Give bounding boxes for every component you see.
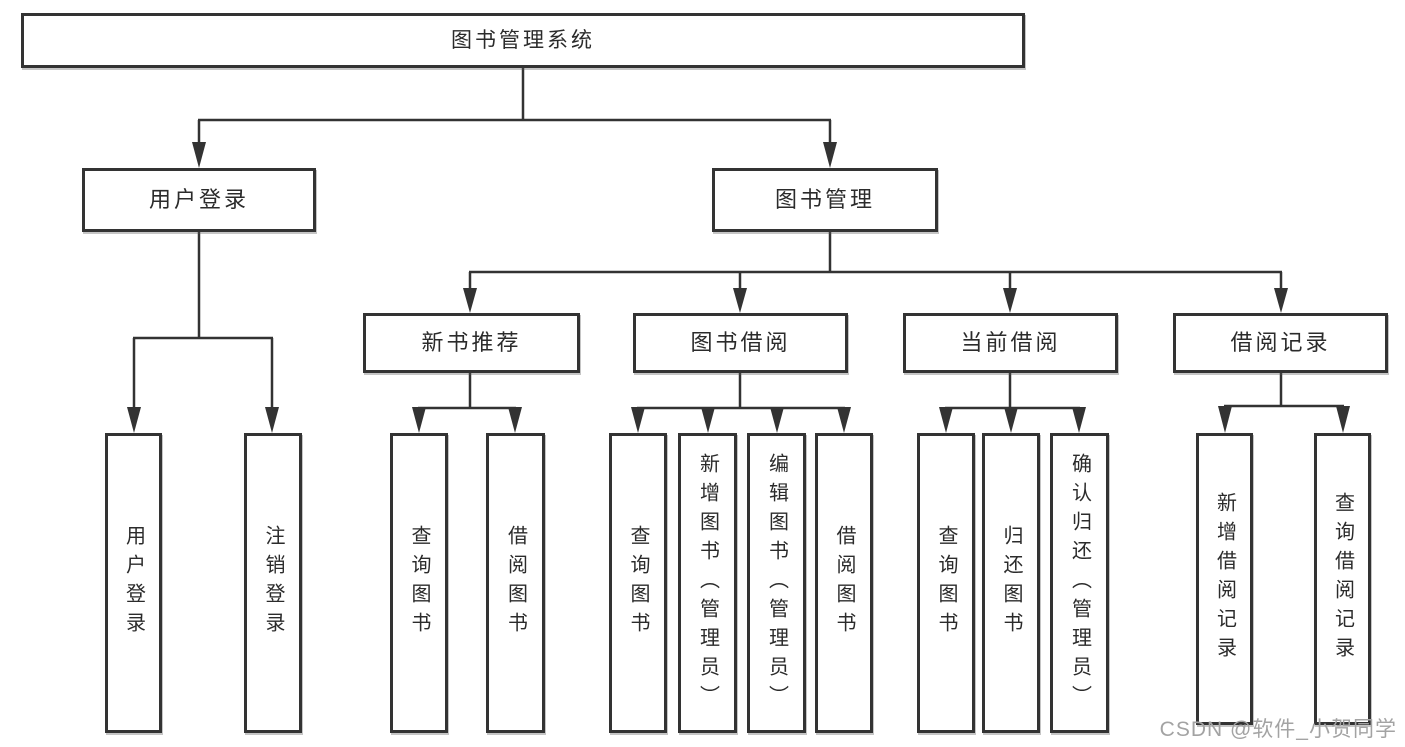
- arrowhead-icon: [1274, 288, 1288, 313]
- leaf-add-books-admin: 新增图书（管理员）: [678, 433, 737, 733]
- node-label: 图书管理: [774, 187, 875, 212]
- leaf-query-books-recommend: 查询图书: [390, 433, 448, 733]
- arrowhead-icon: [412, 407, 426, 433]
- leaf-label: 新增借阅记录: [1213, 492, 1236, 666]
- arrowhead-icon: [733, 288, 747, 313]
- leaf-confirm-return-admin: 确认归还（管理员）: [1050, 433, 1109, 733]
- leaf-label: 用户登录: [122, 525, 145, 641]
- leaf-edit-books-admin: 编辑图书（管理员）: [747, 433, 806, 733]
- arrowhead-icon: [1336, 406, 1350, 433]
- leaf-logout: 注销登录: [244, 433, 302, 733]
- leaf-query-borrow-record: 查询借阅记录: [1314, 433, 1371, 725]
- leaf-label: 编辑图书（管理员）: [765, 452, 788, 714]
- leaf-label: 借阅图书: [833, 525, 855, 641]
- node-label: 图书管理系统: [451, 29, 595, 52]
- arrowhead-icon: [823, 142, 837, 168]
- arrowhead-icon: [701, 407, 715, 433]
- node-new-book-recommend: 新书推荐: [363, 313, 580, 373]
- leaf-user-login: 用户登录: [105, 433, 162, 733]
- csdn-watermark: CSDN @软件_小贺同学: [1159, 718, 1397, 741]
- leaf-query-books-borrowing: 查询图书: [609, 433, 667, 733]
- arrowhead-icon: [463, 288, 477, 313]
- leaf-label: 归还图书: [1000, 525, 1022, 641]
- arrowhead-icon: [127, 407, 141, 433]
- node-current-borrowing: 当前借阅: [903, 313, 1118, 373]
- leaf-add-borrow-record: 新增借阅记录: [1196, 433, 1253, 725]
- leaf-label: 查询图书: [935, 525, 957, 641]
- arrowhead-icon: [939, 407, 953, 433]
- leaf-label: 借阅图书: [504, 525, 527, 641]
- node-label: 图书借阅: [690, 330, 791, 355]
- node-label: 新书推荐: [421, 330, 522, 355]
- node-borrowing-records: 借阅记录: [1173, 313, 1388, 373]
- arrowhead-icon: [770, 407, 784, 433]
- arrowhead-icon: [192, 142, 206, 168]
- arrowhead-icon: [1218, 406, 1232, 433]
- leaf-query-books-current: 查询图书: [917, 433, 975, 733]
- leaf-label: 查询借阅记录: [1331, 492, 1354, 666]
- leaf-return-books: 归还图书: [982, 433, 1040, 733]
- node-user-login: 用户登录: [82, 168, 316, 232]
- arrowhead-icon: [631, 407, 645, 433]
- arrowhead-icon: [1004, 407, 1018, 433]
- leaf-label: 注销登录: [262, 525, 284, 641]
- arrowhead-icon: [1003, 288, 1017, 313]
- node-label: 借阅记录: [1230, 330, 1331, 355]
- leaf-label: 查询图书: [408, 525, 430, 641]
- arrowhead-icon: [1072, 407, 1086, 433]
- node-label: 用户登录: [148, 187, 249, 212]
- arrowhead-icon: [265, 407, 279, 433]
- node-library-system: 图书管理系统: [21, 13, 1025, 68]
- leaf-label: 确认归还（管理员）: [1068, 452, 1091, 714]
- arrowhead-icon: [508, 407, 522, 433]
- arrowhead-icon: [837, 407, 851, 433]
- leaf-label: 新增图书（管理员）: [696, 452, 719, 714]
- node-label: 当前借阅: [960, 330, 1061, 355]
- leaf-borrow-books: 借阅图书: [815, 433, 873, 733]
- node-book-management: 图书管理: [712, 168, 938, 232]
- leaf-borrow-books-recommend: 借阅图书: [486, 433, 545, 733]
- node-book-borrowing: 图书借阅: [633, 313, 848, 373]
- leaf-label: 查询图书: [627, 525, 649, 641]
